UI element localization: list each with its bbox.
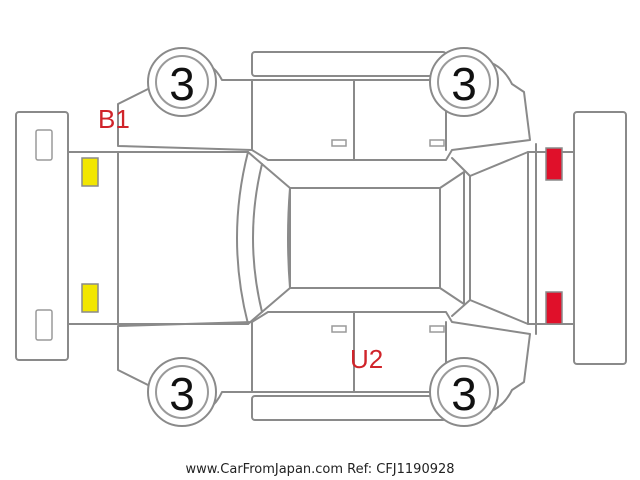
rear-bumper	[573, 111, 627, 365]
wheel-grade: 3	[169, 58, 195, 110]
wheel-rear-left: 3	[429, 47, 499, 117]
wheel-grade: 3	[169, 368, 195, 420]
top-view-body	[67, 143, 575, 335]
wheel-front-right: 3	[147, 357, 217, 427]
wheel-grade: 3	[451, 368, 477, 420]
roof-rail-bottom	[251, 395, 447, 421]
damage-code-b1: B1	[98, 104, 130, 134]
wheel-rear-right: 3	[429, 357, 499, 427]
headlight-top	[81, 157, 99, 187]
taillight-bottom	[545, 291, 563, 325]
footer-reference: www.CarFromJapan.com Ref: CFJ1190928	[185, 462, 454, 477]
front-bumper	[15, 111, 69, 361]
headlight-bottom	[81, 283, 99, 313]
damage-code-u2: U2	[350, 344, 383, 374]
wheel-front-left: 3	[147, 47, 217, 117]
taillight-top	[545, 147, 563, 181]
roof-rail-top	[251, 51, 447, 77]
wheel-grade: 3	[451, 58, 477, 110]
